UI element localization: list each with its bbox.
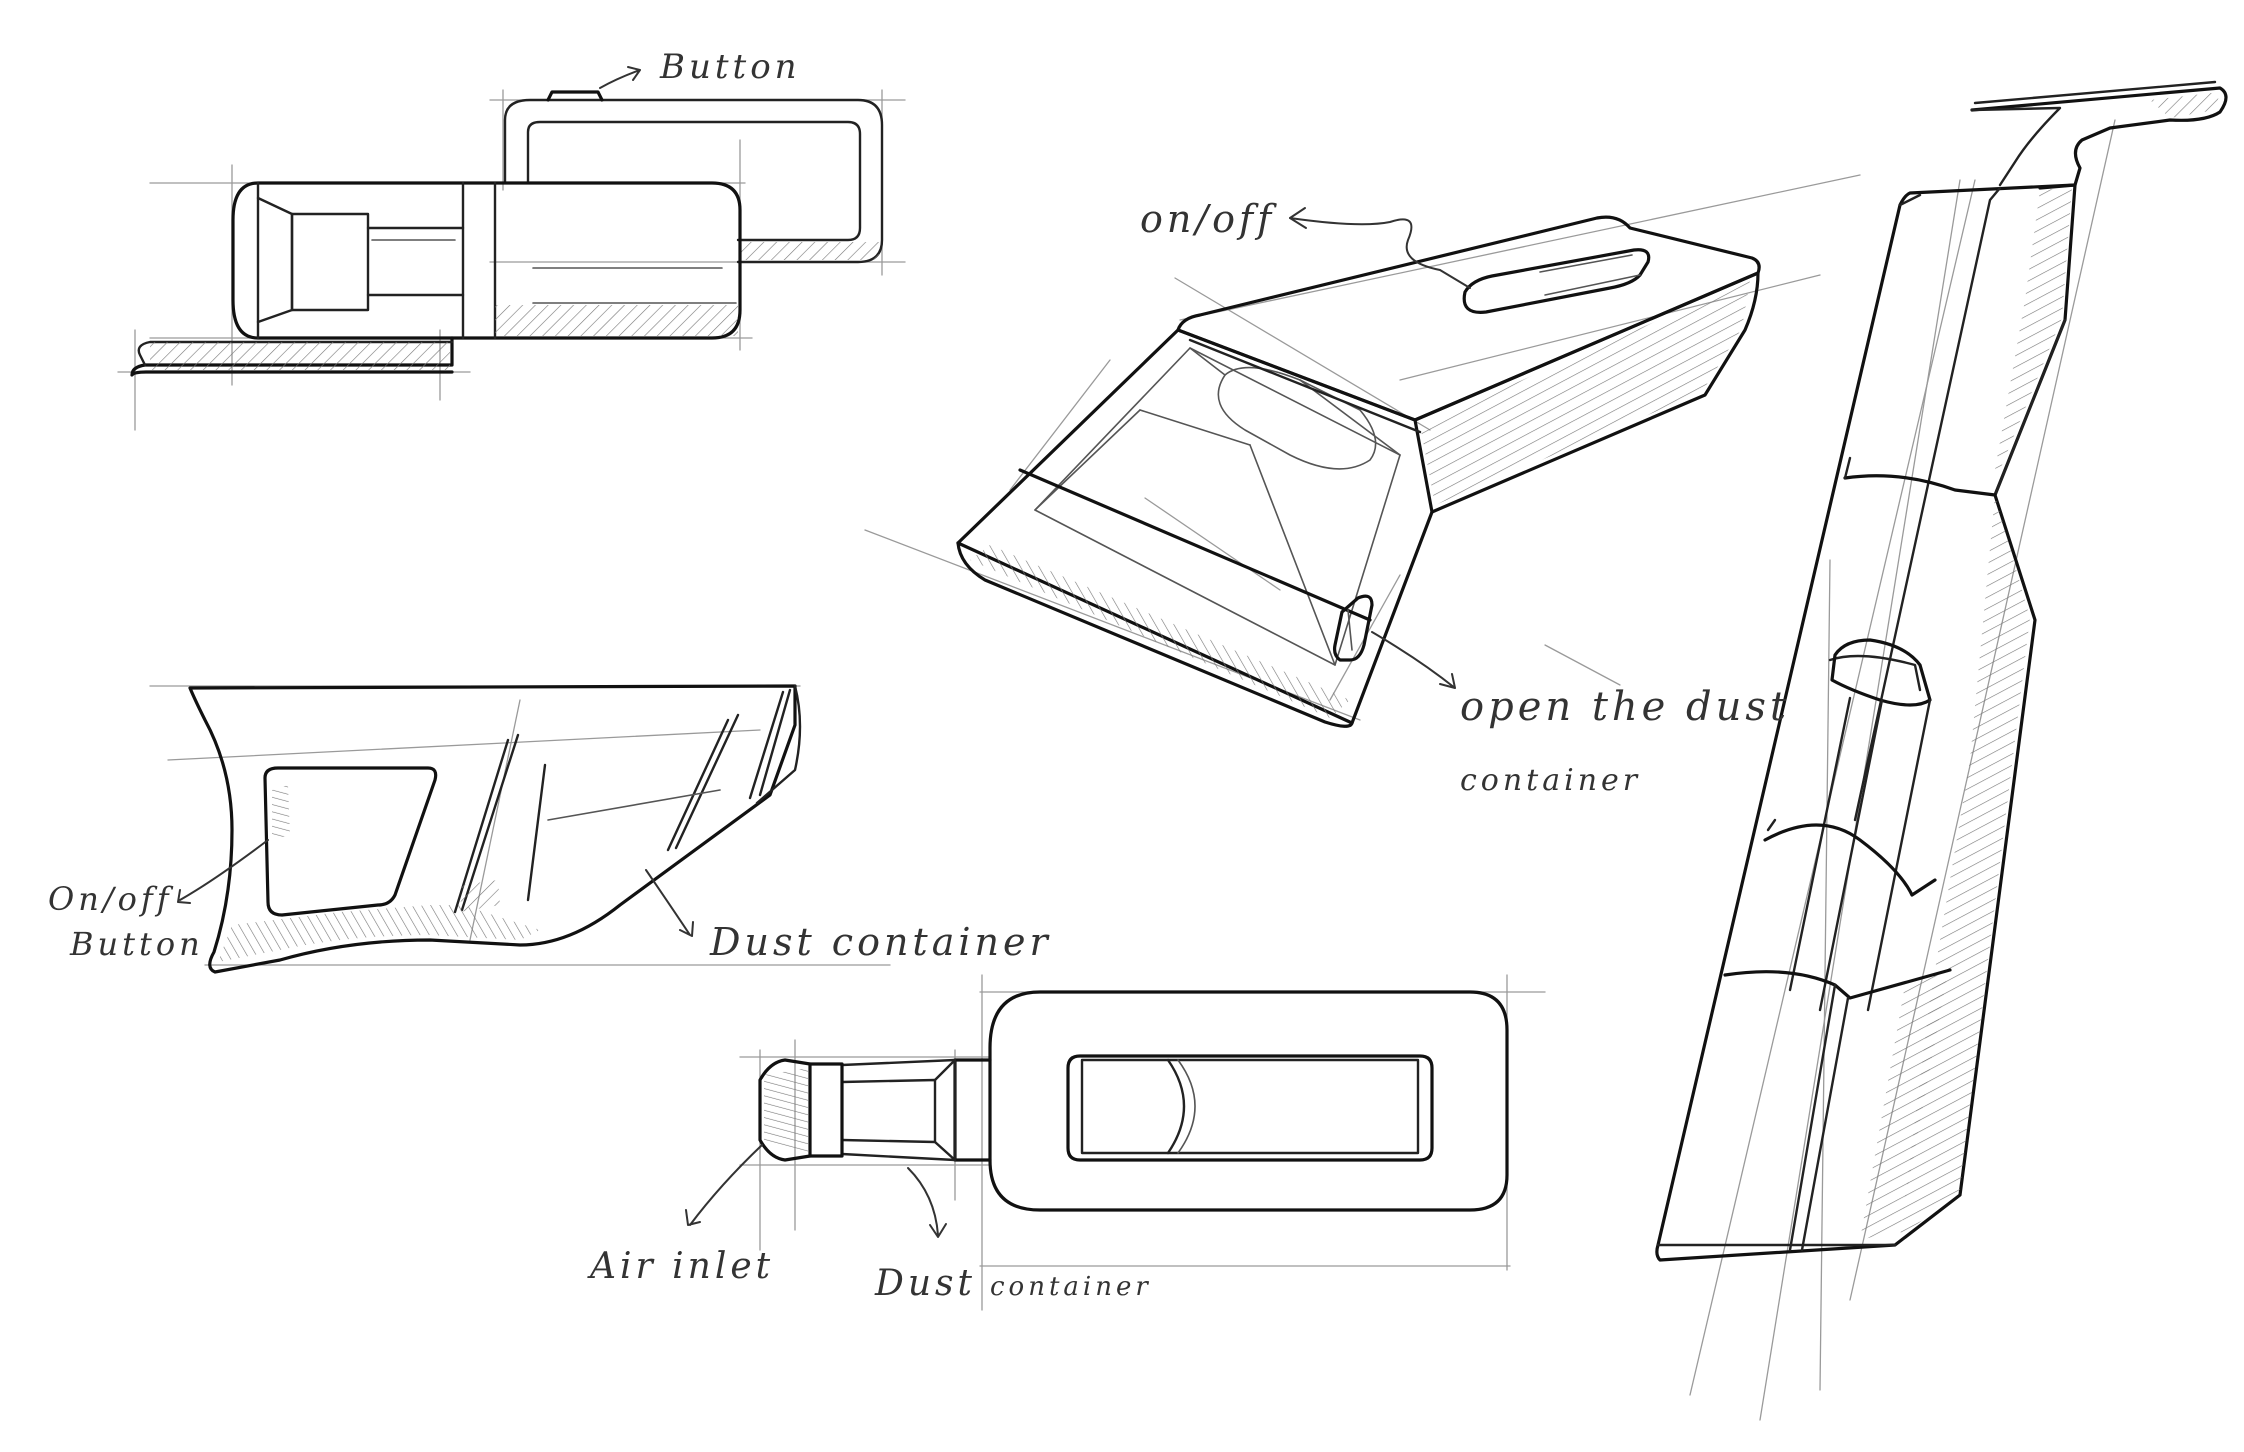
air-inlet-label: Air inlet xyxy=(587,1246,774,1287)
top-view-sketch xyxy=(685,974,1546,1311)
angled-side-view-sketch xyxy=(149,684,891,974)
button-top-label: Button xyxy=(659,47,801,87)
onoff-side-label-line2: Button xyxy=(69,925,204,963)
onoff-side-label-line1: On/off xyxy=(48,880,174,918)
open-dust-label-line1: open the dust xyxy=(1460,684,1790,730)
open-dust-label-line2: container xyxy=(1460,763,1641,798)
perspective-view-sketch xyxy=(864,174,1861,728)
side-view-sketch xyxy=(117,66,906,431)
dust-word-label: Dust xyxy=(874,1263,976,1304)
dust-container-side-label: Dust container xyxy=(709,920,1052,964)
long-handle-view-sketch xyxy=(1655,80,2228,1421)
onoff-top-label: on/off xyxy=(1140,197,1277,241)
container-word-label: container xyxy=(990,1272,1152,1302)
annotation-labels: Button on/off open the dust container On… xyxy=(48,47,1790,1304)
